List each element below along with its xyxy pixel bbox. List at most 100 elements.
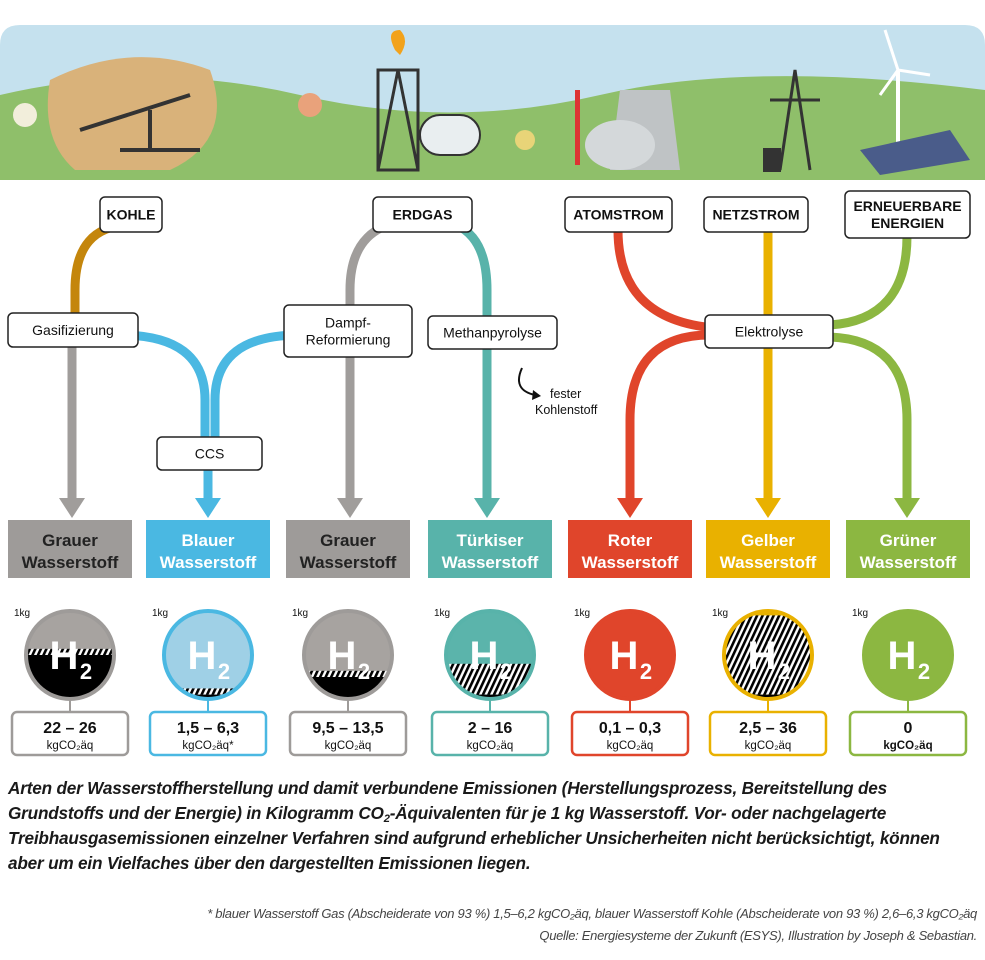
h2-symbol: H xyxy=(328,634,357,678)
emission-unit: kgCO₂äq xyxy=(467,740,514,752)
type-name: Wasserstoff xyxy=(160,553,257,572)
emission-box xyxy=(570,710,690,757)
unit-1kg-label: 1kg xyxy=(852,608,868,619)
arrow-head-icon xyxy=(337,498,363,518)
source-kohle-label: KOHLE xyxy=(107,206,156,222)
arrow-head-icon xyxy=(474,498,500,518)
type-box xyxy=(706,520,830,578)
h2-symbol: H xyxy=(748,634,777,678)
flow-gasifizierung-ccs xyxy=(119,330,210,440)
h2-subscript: 2 xyxy=(778,659,790,684)
unit-1kg-label: 1kg xyxy=(152,608,168,619)
h2-circle-icon xyxy=(164,611,252,699)
source-credit: Quelle: Energiesysteme der Zukunft (ESYS… xyxy=(539,928,977,943)
h2-symbol: H xyxy=(888,634,917,678)
flow-erdgas-dampf xyxy=(345,215,421,310)
emission-unit: kgCO₂äq xyxy=(745,740,792,752)
emission-range: 0,1 – 0,3 xyxy=(599,720,661,737)
type-name: Wasserstoff xyxy=(720,553,817,572)
unit-1kg-label: 1kg xyxy=(14,608,30,619)
h2-subscript: 2 xyxy=(640,659,652,684)
type-name: Türkiser xyxy=(456,531,523,550)
emission-unit: kgCO₂äq* xyxy=(182,740,234,752)
caption-part2: -Äquivalenten für je 1 kg Wasserstoff. V… xyxy=(8,803,940,873)
emission-range: 22 – 26 xyxy=(43,720,96,737)
process-methanpyrolyse: Methanpyrolyse xyxy=(427,315,558,350)
type-box xyxy=(428,520,552,578)
type-name: Wasserstoff xyxy=(582,553,679,572)
curved-arrow-icon xyxy=(518,367,536,396)
type-box xyxy=(286,520,410,578)
emission-hatch-fill xyxy=(304,670,392,677)
h2-symbol: H xyxy=(188,634,217,678)
emission-hatch-fill xyxy=(26,648,114,655)
h2-subscript: 2 xyxy=(500,659,512,684)
source-erdgas-label: ERDGAS xyxy=(393,206,453,222)
arrow-head-icon xyxy=(532,390,541,400)
type-box xyxy=(568,520,692,578)
emission-range: 9,5 – 13,5 xyxy=(312,720,383,737)
flow-dampf-ccs xyxy=(210,330,301,440)
type-box xyxy=(8,520,132,578)
process-dampfreformierung-label: Reformierung xyxy=(306,331,391,347)
flow-elektrolyse-red xyxy=(625,330,711,500)
emission-hatch-fill xyxy=(164,688,252,695)
h2-symbol: H xyxy=(50,634,79,678)
flow-erneuerbar-elektrolyse xyxy=(829,235,912,330)
type-name: Wasserstoff xyxy=(860,553,957,572)
h2-circle-icon xyxy=(586,611,674,699)
type-name: Grüner xyxy=(880,531,937,550)
flow-erdgas-pyrolyse xyxy=(429,215,492,500)
type-name: Roter xyxy=(608,531,653,550)
emission-unit: kgCO₂äq xyxy=(883,740,932,752)
type-name: Grauer xyxy=(320,531,376,550)
h2-circle-icon xyxy=(864,611,952,699)
kohlenstoff-label: Kohlenstoff xyxy=(535,403,598,417)
footnote: * blauer Wasserstoff Gas (Abscheiderate … xyxy=(207,906,977,921)
emission-box xyxy=(10,710,130,757)
flame-icon xyxy=(391,30,405,55)
caption-part1: Arten der Wasserstoffherstellung und dam… xyxy=(8,778,888,823)
type-name: Wasserstoff xyxy=(22,553,119,572)
emission-range: 0 xyxy=(904,720,913,737)
source-erneuerbare-label: ENERGIEN xyxy=(871,215,944,231)
emission-solid-fill xyxy=(446,694,534,699)
source-atomstrom-label: ATOMSTROM xyxy=(573,206,663,222)
unit-1kg-label: 1kg xyxy=(292,608,308,619)
type-name: Grauer xyxy=(42,531,98,550)
h2-symbol: H xyxy=(610,634,639,678)
h2-subscript: 2 xyxy=(80,659,92,684)
arrow-head-icon xyxy=(755,498,781,518)
type-name: Blauer xyxy=(182,531,235,550)
flow-elektrolyse-green xyxy=(829,332,912,500)
emission-box xyxy=(148,710,268,757)
h2-subscript: 2 xyxy=(918,659,930,684)
emission-box xyxy=(848,710,968,757)
unit-1kg-label: 1kg xyxy=(574,608,590,619)
unit-1kg-label: 1kg xyxy=(712,608,728,619)
process-dampfreformierung: Dampf-Reformierung xyxy=(283,304,413,358)
emission-range: 1,5 – 6,3 xyxy=(177,720,239,737)
emission-box xyxy=(288,710,408,757)
h2-symbol: H xyxy=(470,634,499,678)
emission-range: 2,5 – 36 xyxy=(739,720,797,737)
process-ccs-label: CCS xyxy=(195,445,225,461)
process-elektrolyse: Elektrolyse xyxy=(704,314,834,349)
flow-lines xyxy=(59,215,920,518)
source-atomstrom: ATOMSTROM xyxy=(564,196,673,233)
caption-sub: 2 xyxy=(383,812,390,825)
emission-unit: kgCO₂äq xyxy=(47,740,94,752)
emission-hatch-fill xyxy=(724,615,812,695)
process-ccs: CCS xyxy=(156,436,263,471)
emission-unit: kgCO₂äq xyxy=(325,740,372,752)
fester-label: fester xyxy=(550,387,581,401)
process-methanpyrolyse-label: Methanpyrolyse xyxy=(443,324,542,340)
source-kohle: KOHLE xyxy=(99,196,163,233)
